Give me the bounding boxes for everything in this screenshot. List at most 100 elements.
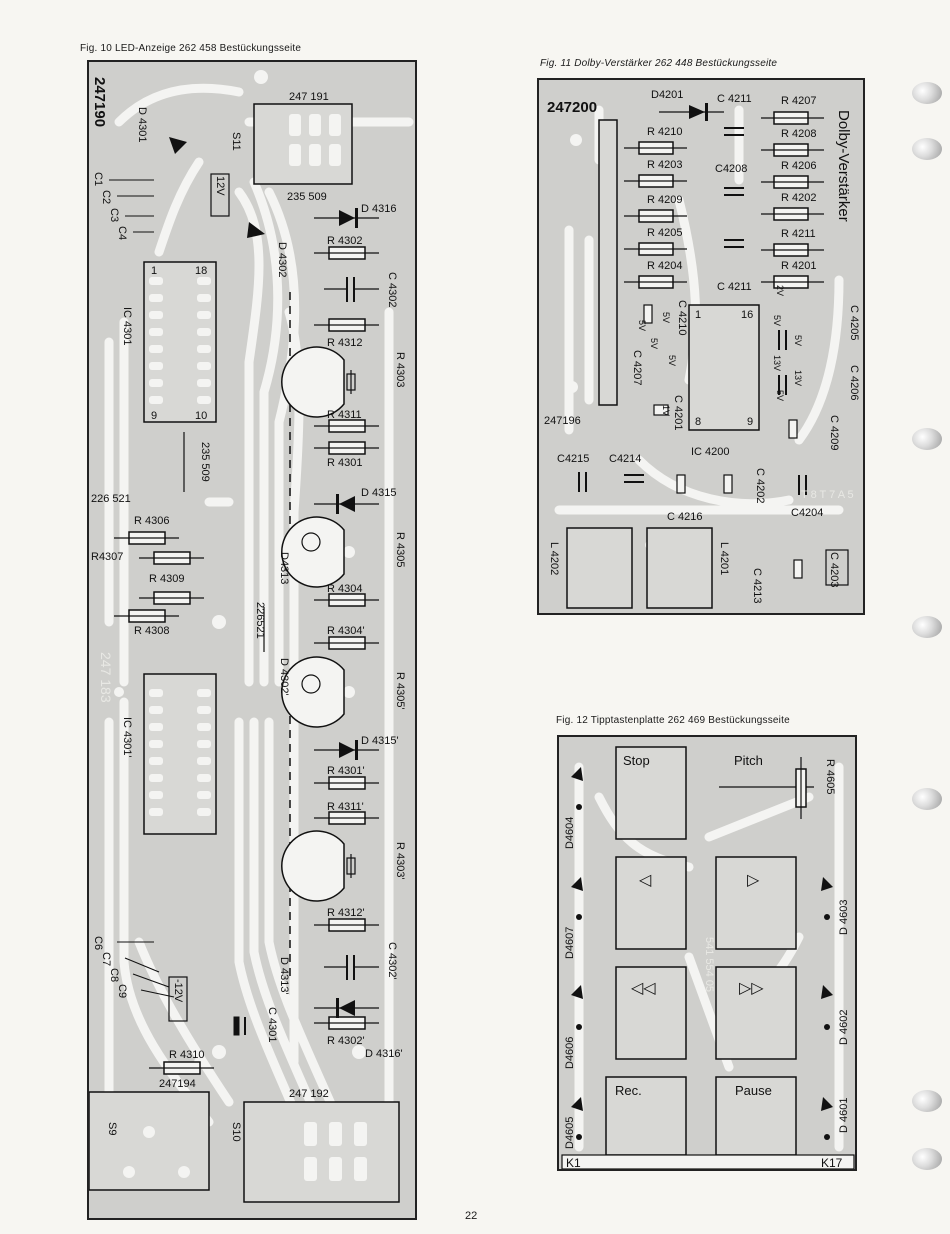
binder-hole	[912, 1090, 942, 1112]
label-r4209: R 4209	[647, 194, 682, 206]
label-r4305-prime: R 4305'	[394, 672, 406, 710]
switch-s10	[243, 1101, 400, 1203]
label-c4216: C 4216	[667, 511, 702, 523]
fig10-trimmers	[281, 346, 345, 902]
label-d4607: D4607	[564, 927, 576, 959]
label-fast-forward: ▷▷	[739, 980, 764, 997]
label-r4211: R 4211	[781, 228, 816, 240]
label-r4312: R 4312	[327, 337, 362, 349]
label-d4302-prime: D 4302'	[278, 658, 290, 696]
label-c4210: C 4210	[676, 300, 688, 335]
label-r4311-prime: R 4311'	[327, 801, 364, 813]
label-c4302: C 4302	[386, 272, 398, 307]
label-r4302: R 4302	[327, 235, 362, 247]
key-fast-forward[interactable]	[715, 966, 797, 1060]
label-c6: C6	[92, 936, 104, 950]
label-r4204: R 4204	[647, 260, 682, 272]
label-d4302: D 4302	[276, 242, 288, 277]
label-r4205: R 4205	[647, 227, 682, 239]
connector-strip	[561, 1154, 855, 1169]
label-c2: C2	[100, 190, 112, 204]
label-c4205: C 4205	[848, 305, 860, 340]
binder-hole	[912, 428, 942, 450]
fig11-board: 247200 247196 Dolby-Verstärker D4201 C 4…	[537, 78, 865, 615]
label-d4606: D4606	[564, 1037, 576, 1069]
label-r4210: R 4210	[647, 126, 682, 138]
ic-4200	[688, 304, 760, 431]
label-rewind: ◁	[639, 872, 652, 889]
label-d4301: D 4301	[136, 107, 148, 142]
label-c4204: C4204	[791, 507, 823, 519]
label-k1: K1	[566, 1156, 581, 1170]
label-r4302-prime: R 4302'	[327, 1035, 365, 1047]
label-c4209: C 4209	[828, 415, 840, 450]
label-d4605: D4605	[564, 1117, 576, 1149]
label-r4310: R 4310	[169, 1049, 204, 1061]
label-d4313: D4313	[278, 552, 290, 584]
label-fast-rewind: ◁◁	[631, 980, 656, 997]
label-forward: ▷	[747, 872, 760, 889]
inductor-l4201	[646, 527, 713, 609]
binder-hole	[912, 82, 942, 104]
label-d4601: D 4601	[838, 1098, 850, 1133]
label-d4313-prime: D 4313'	[278, 957, 290, 995]
key-rewind[interactable]	[615, 856, 687, 950]
label-12v: 12V	[214, 176, 226, 196]
label-d4201: D4201	[651, 89, 683, 101]
label-rec: Rec.	[615, 1083, 642, 1098]
label-r4312-prime: R 4312'	[327, 907, 365, 919]
label-r4303-prime: R 4303'	[394, 842, 406, 880]
label-r4311: R 4311	[327, 409, 362, 421]
binder-hole	[912, 616, 942, 638]
label-r4305: R 4305	[394, 532, 406, 567]
label-v5-a: 5V	[637, 320, 647, 331]
fig10-board: 247190 247 191 235 509 235 509 226 521 2…	[87, 60, 417, 1220]
label-v5-c: 5V	[661, 312, 671, 323]
key-fast-rewind[interactable]	[615, 966, 687, 1060]
label-r4303: R 4303	[394, 352, 406, 387]
label-r4202: R 4202	[781, 192, 816, 204]
key-rec[interactable]	[605, 1076, 687, 1156]
label-c4214: C4214	[609, 453, 641, 465]
label-d4316-prime: D 4316'	[365, 1048, 403, 1060]
label-r4203: R 4203	[647, 159, 682, 171]
fig10-traces	[104, 83, 414, 1127]
label-ic4200: IC 4200	[691, 446, 730, 458]
label-s11: S11	[230, 132, 242, 151]
inductor-l4202	[566, 527, 633, 609]
key-stop[interactable]	[615, 746, 687, 840]
label-226521: 226 521	[91, 493, 131, 505]
label-stop: Stop	[623, 753, 650, 768]
label-c4207: C 4207	[631, 350, 643, 385]
label-c3: C3	[108, 208, 120, 222]
fig12-caption: Fig. 12 Tipptastenplatte 262 469 Bestück…	[556, 715, 790, 726]
fig12-layout: Stop Pitch Rec. Pause ◁ ▷ ◁◁ ▷▷ R 4605 D…	[561, 746, 855, 1170]
label-c7: C7	[100, 952, 112, 966]
label-235509-b: 235 509	[199, 442, 211, 482]
label-247194: 247194	[159, 1078, 196, 1090]
label-c4211-a: C 4211	[717, 93, 752, 105]
label-r4206: R 4206	[781, 160, 816, 172]
label-v5-f: 5V	[793, 335, 803, 346]
label-c1: C1	[92, 172, 104, 186]
label-ic-pin1: 1	[151, 265, 157, 277]
binder-hole	[912, 1148, 942, 1170]
key-pause[interactable]	[715, 1076, 797, 1156]
label-247191: 247 191	[289, 91, 329, 103]
binder-hole	[912, 138, 942, 160]
label-v1: 1V	[661, 405, 671, 416]
label-r4605: R 4605	[824, 759, 836, 794]
label-d4603: D 4603	[838, 900, 850, 935]
key-forward[interactable]	[715, 856, 797, 950]
label-r4307: R4307	[91, 551, 123, 563]
label-c4208: C4208	[715, 163, 747, 175]
label-l4201: L 4201	[718, 542, 730, 575]
label-247196: 247196	[544, 415, 581, 427]
label-c4201: C 4201	[672, 395, 684, 430]
label-r4301: R 4301	[327, 457, 362, 469]
label-s10: S10	[230, 1122, 242, 1142]
label-247192: 247 192	[289, 1088, 329, 1100]
label-dolby-verstaerker: Dolby-Verstärker	[835, 110, 852, 222]
label-ic-pin10: 10	[195, 410, 207, 422]
label-247200: 247200	[547, 99, 597, 116]
